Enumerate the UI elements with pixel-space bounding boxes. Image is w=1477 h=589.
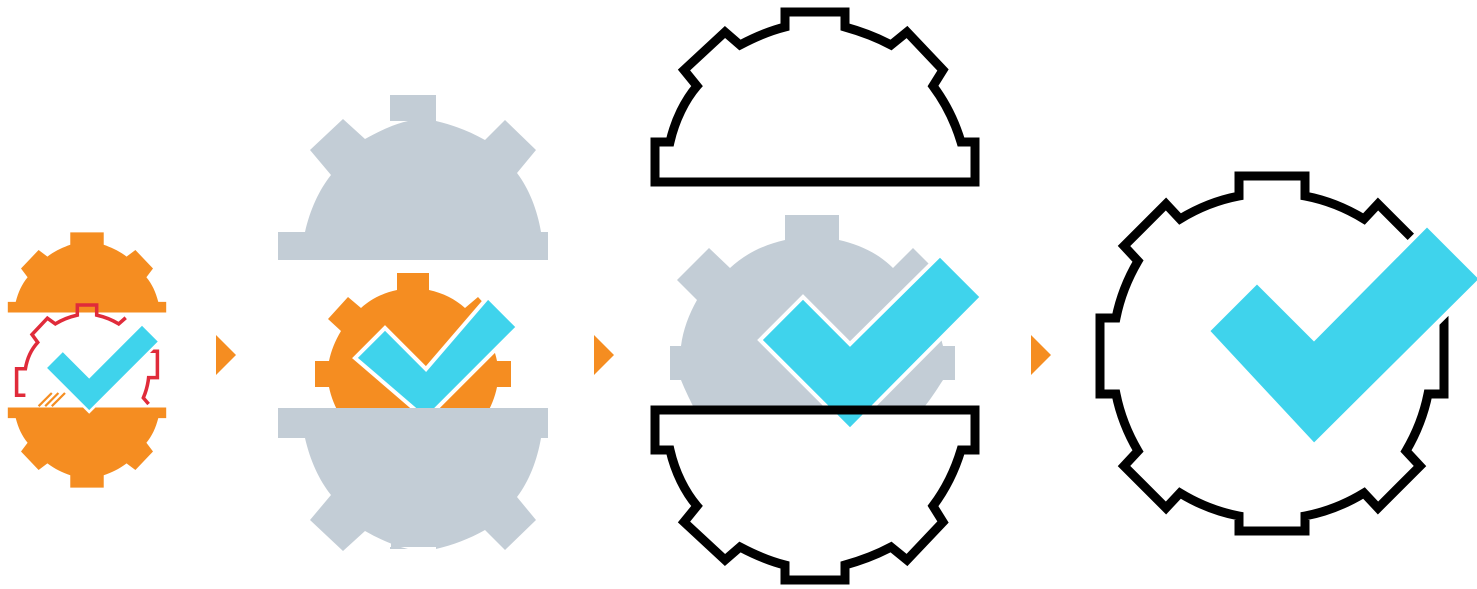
stage-3-gear-check-halves-icon: [650, 7, 985, 585]
stage-1-checkmark-icon: [43, 322, 162, 414]
stage-1-red-gear-outline-icon: [14, 303, 127, 397]
stage-2-top-half-icon: [278, 95, 548, 260]
arrow-right-icon: [594, 335, 614, 375]
stage-2-gear-check-halves-icon: [278, 95, 548, 551]
arrow-right-icon: [1031, 335, 1051, 375]
stage-1-hatch-icon: [37, 392, 66, 407]
stage-1-red-gear-outline-right-icon: [138, 341, 160, 406]
stage-1-bottom-half-icon: [7, 407, 167, 488]
stage-4-gear-check-icon: [1095, 171, 1477, 536]
stage-2-bottom-cap-icon: [391, 535, 435, 547]
stage-2-bottom-half-icon: [278, 408, 548, 551]
stage-3-checkmark-icon: [757, 252, 985, 433]
stage-4-checkmark-icon: [1203, 220, 1477, 450]
stage-1-gear-check-halves-icon: [7, 232, 167, 488]
stage-3-top-outline-half-icon: [650, 7, 980, 187]
stage-3-bottom-outline-half-icon: [650, 405, 980, 585]
arrow-right-icon: [216, 335, 236, 375]
stage-1-top-half-icon: [7, 232, 167, 313]
